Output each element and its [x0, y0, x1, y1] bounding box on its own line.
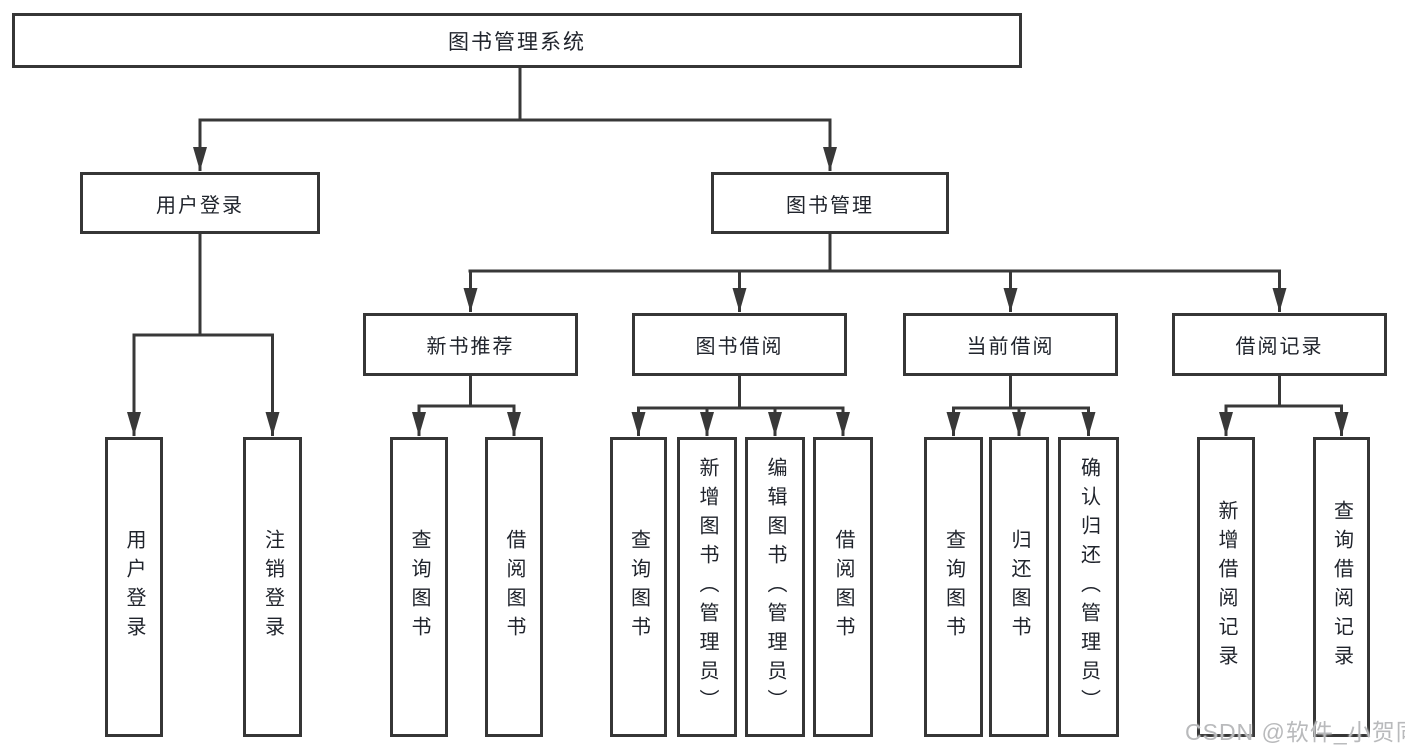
node-label: 图书借阅 [695, 336, 784, 358]
leaf-edit-book-admin: 编辑图书（管理员） [745, 437, 805, 737]
leaf-label: 新增图书（管理员） [696, 456, 718, 718]
node-label: 图书管理系统 [448, 30, 586, 54]
node-label: 用户登录 [156, 194, 244, 217]
node-label: 当前借阅 [966, 336, 1055, 358]
node-new-book-recommend: 新书推荐 [363, 313, 578, 376]
leaf-label: 确认归还（管理员） [1077, 456, 1100, 718]
leaf-label: 新增借阅记录 [1215, 500, 1237, 674]
node-borrow-records: 借阅记录 [1172, 313, 1387, 376]
leaf-label: 借阅图书 [832, 529, 854, 645]
leaf-return-book: 归还图书 [989, 437, 1049, 737]
leaf-label: 查询图书 [627, 529, 650, 645]
leaf-query-books-borrow: 查询图书 [610, 437, 667, 737]
leaf-label: 借阅图书 [503, 529, 525, 645]
node-label: 新书推荐 [426, 336, 515, 358]
leaf-query-books-recommend: 查询图书 [390, 437, 448, 737]
leaf-query-borrow-record: 查询借阅记录 [1313, 437, 1370, 737]
leaf-query-books-current: 查询图书 [924, 437, 983, 737]
leaf-label: 注销登录 [261, 529, 284, 645]
leaf-borrow-books-2: 借阅图书 [813, 437, 873, 737]
leaf-borrow-books-recommend: 借阅图书 [485, 437, 543, 737]
leaf-label: 归还图书 [1008, 529, 1030, 645]
leaf-add-borrow-record: 新增借阅记录 [1197, 437, 1255, 737]
node-book-management: 图书管理 [711, 172, 949, 234]
node-label: 借阅记录 [1235, 336, 1324, 358]
node-label: 图书管理 [786, 194, 874, 217]
node-user-login: 用户登录 [80, 172, 320, 234]
leaf-label: 查询借阅记录 [1330, 500, 1353, 674]
leaf-label: 用户登录 [123, 529, 145, 645]
csdn-watermark: CSDN @软件_小贺同学 [1185, 719, 1405, 745]
node-current-borrow: 当前借阅 [903, 313, 1118, 376]
leaf-label: 编辑图书（管理员） [764, 456, 786, 718]
leaf-confirm-return-admin: 确认归还（管理员） [1058, 437, 1119, 737]
leaf-label: 查询图书 [942, 529, 965, 645]
node-library-management-system: 图书管理系统 [12, 13, 1022, 68]
leaf-add-book-admin: 新增图书（管理员） [677, 437, 737, 737]
leaf-logout: 注销登录 [243, 437, 302, 737]
leaf-label: 查询图书 [408, 529, 430, 645]
leaf-user-login: 用户登录 [105, 437, 163, 737]
node-book-borrow: 图书借阅 [632, 313, 847, 376]
